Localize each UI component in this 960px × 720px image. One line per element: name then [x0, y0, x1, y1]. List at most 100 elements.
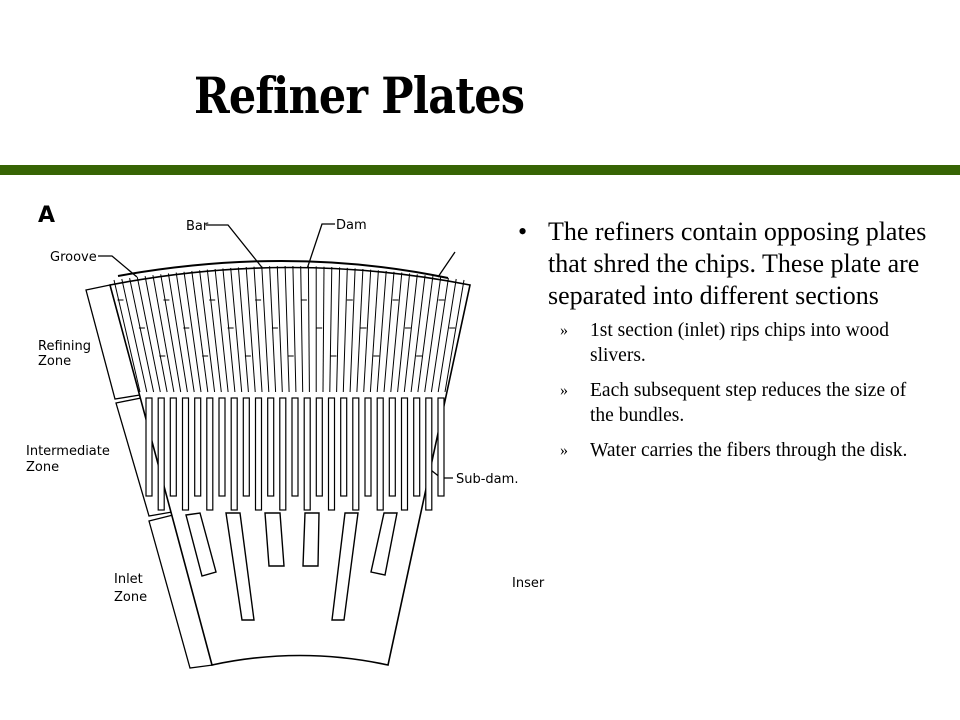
refining-bar [222, 268, 236, 393]
label-sub-dam: Sub-dam. [456, 472, 518, 487]
sub-bullet-text: Water carries the fibers through the dis… [590, 440, 908, 461]
label-bar: Bar [186, 219, 209, 234]
refining-bar [175, 272, 195, 393]
intermediate-bar [267, 397, 275, 497]
intermediate-bar [157, 397, 165, 511]
bullet-marker: • [518, 217, 528, 246]
label-intermediate-zone-line1: Intermediate [26, 444, 110, 459]
refining-bar [152, 275, 175, 393]
intermediate-bar [400, 397, 409, 511]
refining-bar [403, 274, 418, 393]
refining-bar [183, 271, 202, 393]
refining-bar [160, 274, 182, 393]
refining-bar [430, 278, 449, 393]
refiner-plate-figure: A Bar Dam Groove Refining Zone Intermedi… [26, 203, 545, 669]
arrow-leader [437, 251, 456, 278]
sub-bullet-text: 1st section (inlet) rips chips into wood… [590, 320, 889, 366]
intermediate-zone-bars [145, 397, 445, 511]
refining-bar [424, 277, 442, 393]
refining-bar [356, 268, 364, 393]
label-insert: Inser [512, 576, 545, 591]
refining-bar [269, 266, 277, 393]
intermediate-bar [425, 397, 433, 511]
intermediate-bar [145, 397, 153, 497]
sub-bullet-marker: » [560, 322, 568, 339]
refining-bar [329, 266, 333, 393]
main-bullet: • The refiners contain opposing plates t… [512, 216, 932, 312]
intermediate-bar [340, 397, 348, 497]
intermediate-bar [413, 397, 421, 497]
refining-bar [417, 276, 434, 393]
intermediate-bar [303, 397, 311, 511]
refining-bar [376, 270, 387, 393]
refining-bar [444, 279, 465, 393]
plate-rim [117, 259, 449, 279]
intermediate-bar [194, 397, 202, 497]
slide-title: Refiner Plates [194, 66, 525, 125]
refining-bar [437, 278, 457, 393]
refining-bar [167, 273, 188, 393]
refining-bar [230, 267, 243, 393]
refining-bar [383, 271, 395, 393]
intermediate-bar [279, 397, 287, 511]
intermediate-bar [206, 397, 214, 511]
sub-bullet-text: Each subsequent step reduces the size of… [590, 380, 907, 426]
refining-bar [410, 275, 426, 393]
intermediate-bar [254, 397, 263, 511]
sub-bullet-list: » 1st section (inlet) rips chips into wo… [512, 318, 932, 463]
intermediate-bar [230, 397, 238, 511]
refining-zone-bars [113, 265, 465, 393]
intermediate-bar [169, 397, 177, 497]
refining-bar [206, 269, 222, 393]
refining-bar [369, 270, 379, 393]
refining-bar [397, 273, 411, 393]
label-inlet-zone-line1: Inlet [114, 572, 143, 587]
refining-bar [261, 266, 270, 393]
content-column: • The refiners contain opposing plates t… [512, 216, 932, 473]
refining-bar [214, 268, 229, 393]
intermediate-bar [181, 397, 190, 511]
label-groove: Groove [50, 250, 97, 265]
refining-bar [253, 266, 263, 393]
label-intermediate-zone-line2: Zone [26, 460, 59, 475]
intermediate-bar [437, 397, 445, 497]
intermediate-bar [218, 397, 226, 497]
refining-bar [292, 265, 297, 393]
refining-bar [121, 278, 148, 393]
label-inlet-zone-line2: Zone [114, 590, 147, 605]
sub-bullet: » Water carries the fibers through the d… [512, 438, 932, 463]
refining-bar [245, 266, 256, 393]
intermediate-bar [315, 397, 323, 497]
refining-bar [363, 269, 372, 393]
label-refining-zone-line2: Zone [38, 354, 71, 369]
title-divider [0, 165, 960, 175]
sub-bullet-marker: » [560, 382, 568, 399]
refining-bar [136, 277, 161, 393]
refining-bar [113, 279, 141, 393]
intermediate-bar [352, 397, 360, 511]
refining-bar [199, 270, 216, 393]
intermediate-bar [364, 397, 372, 497]
panel-label: A [38, 203, 55, 228]
intermediate-bar [388, 397, 396, 497]
refining-bar [390, 272, 403, 393]
refining-bar [144, 276, 168, 393]
refining-bar [284, 265, 290, 393]
groove-leader [98, 255, 138, 278]
refining-bar [129, 277, 155, 393]
sub-bullet: » Each subsequent step reduces the size … [512, 378, 932, 428]
refining-bar [322, 266, 325, 393]
refining-bar [307, 266, 310, 393]
inlet-breaker-bars [185, 512, 398, 621]
intermediate-bar [242, 397, 250, 497]
refiner-plate-diagram: A Bar Dam Groove Refining Zone Intermedi… [0, 180, 560, 680]
refining-bar [276, 266, 283, 393]
intermediate-bar [376, 397, 384, 511]
refining-bar [191, 270, 209, 393]
refining-bar [237, 267, 249, 393]
refining-bar [349, 268, 356, 393]
main-bullet-text: The refiners contain opposing plates tha… [548, 217, 927, 310]
intermediate-bar [327, 397, 336, 511]
label-dam: Dam [336, 218, 367, 233]
sub-bullet-marker: » [560, 442, 568, 459]
